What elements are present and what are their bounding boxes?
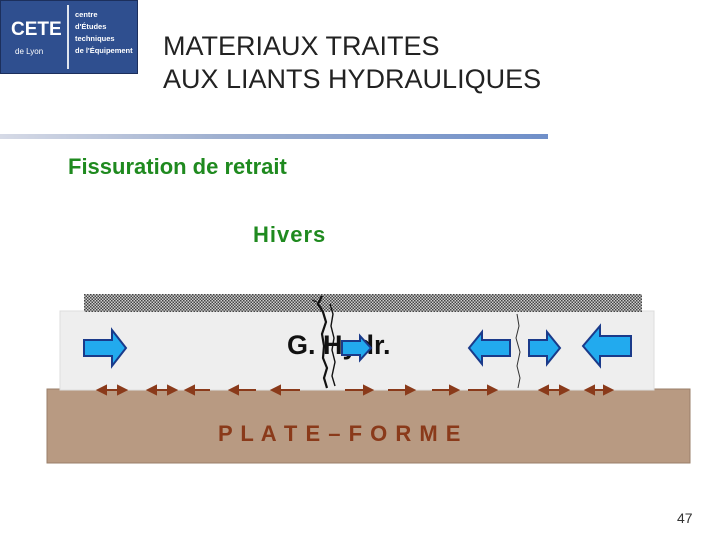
cete-logo: CETE de Lyon centre d'Études techniques … bbox=[0, 0, 138, 74]
double-arrow-icon bbox=[583, 384, 615, 396]
logo-city: de Lyon bbox=[15, 47, 44, 56]
double-arrow-icon bbox=[95, 384, 129, 396]
double-arrow-icon bbox=[183, 384, 210, 396]
double-arrow-icon bbox=[227, 384, 256, 396]
logo-line-1: centre bbox=[75, 10, 98, 19]
logo-line-3: techniques bbox=[75, 34, 115, 43]
layer-label: G. Hydr. bbox=[287, 330, 391, 360]
double-arrow-icon bbox=[537, 384, 571, 396]
arrow-right-icon bbox=[83, 327, 128, 369]
main-crack bbox=[316, 295, 329, 389]
title-underline bbox=[0, 134, 548, 139]
arrow-right-icon bbox=[341, 333, 373, 363]
arrow-left-icon bbox=[467, 329, 511, 367]
platform-layer bbox=[46, 388, 691, 464]
slide-title-line-2: AUX LIANTS HYDRAULIQUES bbox=[163, 64, 542, 94]
fine-crack bbox=[515, 313, 521, 389]
double-arrow-icon bbox=[345, 384, 375, 396]
slide-title-line-1: MATERIAUX TRAITES bbox=[163, 31, 440, 61]
section-subtitle: Fissuration de retrait bbox=[68, 154, 287, 179]
double-arrow-icon bbox=[432, 384, 461, 396]
double-arrow-icon bbox=[468, 384, 499, 396]
double-arrow-icon bbox=[388, 384, 417, 396]
double-arrow-icon bbox=[269, 384, 300, 396]
logo-brand: CETE bbox=[11, 19, 62, 40]
surface-course bbox=[84, 294, 642, 312]
arrow-left-icon bbox=[581, 323, 632, 369]
logo-line-2: d'Études bbox=[75, 22, 107, 31]
arrow-right-icon bbox=[528, 329, 562, 367]
season-label: Hivers bbox=[253, 222, 327, 247]
crack-tip bbox=[311, 299, 318, 303]
logo-line-4: de l'Équipement bbox=[75, 46, 133, 55]
crack-branch bbox=[329, 303, 336, 387]
double-arrow-icon bbox=[145, 384, 179, 396]
slide-title: MATERIAUX TRAITES AUX LIANTS HYDRAULIQUE… bbox=[163, 30, 541, 96]
platform-label: P L A T E – F O R M E bbox=[218, 421, 461, 446]
logo-divider bbox=[67, 5, 69, 69]
page-number: 47 bbox=[677, 510, 693, 526]
